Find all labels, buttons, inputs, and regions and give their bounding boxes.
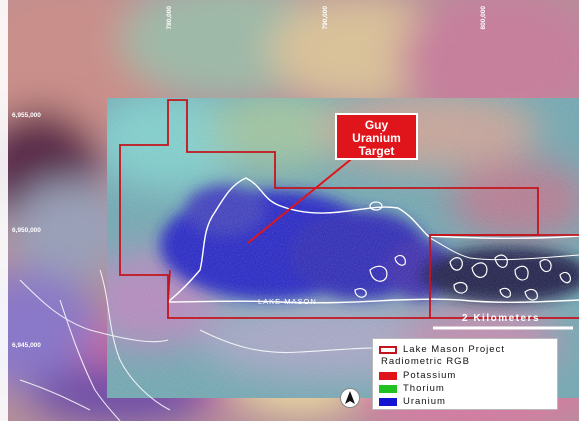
grid-easting-label: 780,000 (166, 6, 173, 30)
legend-label: Uranium (403, 396, 446, 407)
scale-label: 2 Kilometers (462, 313, 541, 324)
thorium-swatch (379, 384, 397, 393)
grid-easting-label: 800,000 (480, 6, 487, 30)
island-outlines (354, 201, 571, 301)
lake-label: LAKE MASON (258, 297, 317, 306)
north-arrow-icon (340, 388, 360, 408)
legend-item: Potassium (379, 369, 551, 382)
legend-label: Lake Mason Project (403, 344, 505, 355)
callout-line: Uranium (352, 131, 401, 145)
grid-easting-label: 790,000 (322, 6, 329, 30)
grid-northing-label: 6,950,000 (12, 227, 41, 234)
legend-label: Potassium (403, 370, 457, 381)
legend: Lake Mason Project Radiometric RGB Potas… (372, 338, 558, 410)
legend-item-project: Lake Mason Project (379, 343, 551, 356)
grid-northing-label: 6,945,000 (12, 342, 41, 349)
project-boundary-south (430, 234, 579, 319)
project-outline-swatch (379, 345, 397, 354)
grid-northing-label: 6,955,000 (12, 112, 41, 119)
potassium-swatch (379, 371, 397, 380)
target-callout: Guy Uranium Target (335, 113, 418, 160)
legend-item: Uranium (379, 395, 551, 408)
legend-title: Radiometric RGB (381, 356, 470, 367)
legend-item: Thorium (379, 382, 551, 395)
callout-line: Guy (364, 118, 389, 132)
uranium-swatch (379, 397, 397, 406)
image-border-left (0, 0, 8, 421)
project-boundary-inner (167, 269, 171, 303)
legend-label: Thorium (403, 383, 445, 394)
lake-shoreline-inner (429, 237, 579, 261)
target-pointer (247, 151, 361, 244)
callout-line: Target (358, 144, 395, 158)
